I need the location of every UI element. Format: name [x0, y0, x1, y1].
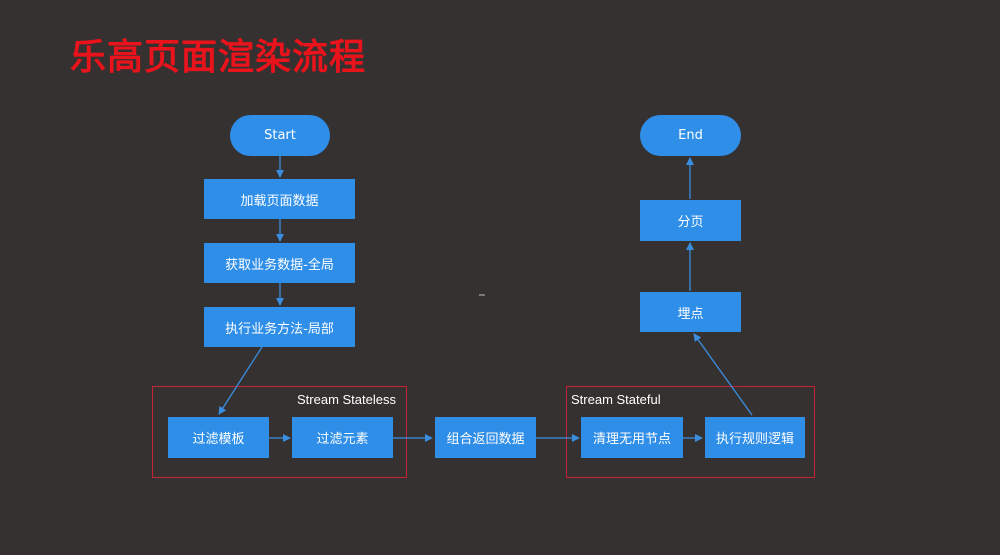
edge-exec-filtertemplate	[218, 346, 263, 415]
exec-business-method-node: 执行业务方法-局部	[204, 307, 355, 347]
start-node: Start	[230, 115, 330, 156]
filter-element-node: 过滤元素	[292, 417, 393, 458]
load-page-data-node: 加载页面数据	[204, 179, 355, 219]
stream-stateful-group	[566, 386, 815, 478]
tracking-node: 埋点	[640, 292, 741, 332]
end-node: End	[640, 115, 741, 156]
stream-stateful-label: Stream Stateful	[571, 392, 661, 407]
filter-template-node: 过滤模板	[168, 417, 269, 458]
combine-return-data-node: 组合返回数据	[435, 417, 536, 458]
page-title: 乐高页面渲染流程	[70, 37, 367, 78]
get-business-data-node: 获取业务数据-全局	[204, 243, 355, 283]
stream-stateless-label: Stream Stateless	[297, 392, 396, 407]
paging-node: 分页	[640, 200, 741, 241]
clean-useless-nodes-node: 清理无用节点	[581, 417, 683, 458]
exec-rule-logic-node: 执行规则逻辑	[705, 417, 805, 458]
stream-stateless-group	[152, 386, 407, 478]
stray-mark	[479, 294, 485, 296]
edge-rule-tracking	[693, 333, 753, 416]
